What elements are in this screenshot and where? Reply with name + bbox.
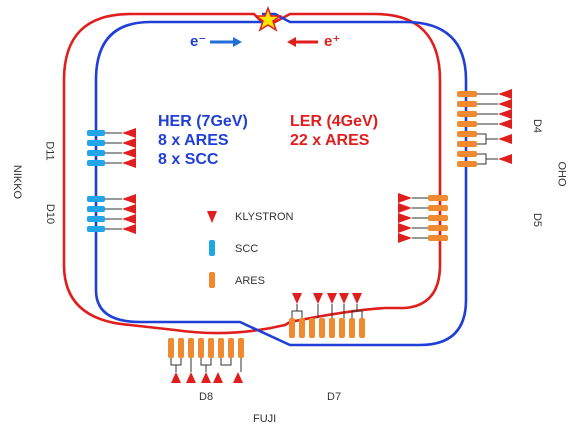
ler-ares-count: 22 x ARES — [290, 132, 370, 149]
klystron-icon — [122, 214, 136, 224]
klystron-icon — [122, 138, 136, 148]
klystron-icon — [122, 224, 136, 234]
klystron-icon — [292, 293, 302, 304]
area-fuji: FUJI — [253, 413, 277, 425]
her-ring — [94, 12, 468, 347]
legend-scc-icon — [209, 240, 215, 256]
section-d10: D10 — [44, 203, 57, 225]
section-d11: D11 — [43, 141, 56, 161]
klystron-icon — [398, 203, 412, 213]
ler-title: LER (4GeV) — [290, 113, 379, 130]
section-d5: D5 — [531, 212, 544, 228]
klystron-icon — [327, 293, 337, 304]
klystron-icon — [398, 223, 412, 233]
d5-ares-cluster — [398, 193, 448, 243]
electron-arrow-head — [233, 37, 242, 47]
her-title: HER (7GeV) — [158, 113, 248, 130]
section-d7: D7 — [327, 391, 342, 403]
collision-star-icon — [253, 5, 283, 32]
klystron-icon — [339, 293, 349, 304]
klystron-icon — [398, 233, 412, 243]
klystron-icon — [233, 372, 243, 383]
klystron-icon — [398, 193, 412, 203]
klystron-icon — [498, 119, 512, 129]
klystron-icon — [171, 372, 181, 383]
legend-klystron-label: KLYSTRON — [235, 211, 294, 223]
klystron-icon — [122, 148, 136, 158]
d11-scc-cluster — [87, 128, 136, 168]
area-nikko: NIKKO — [11, 164, 24, 200]
klystron-icon — [122, 128, 136, 138]
d4-ares-cluster — [457, 89, 512, 167]
her-scc-count: 8 x SCC — [158, 151, 219, 168]
her-ares-count: 8 x ARES — [158, 132, 229, 149]
klystron-icon — [498, 154, 512, 164]
d7-ares-cluster — [289, 293, 365, 338]
section-d4: D4 — [531, 118, 544, 134]
section-d8: D8 — [199, 391, 214, 403]
klystron-icon — [498, 134, 512, 144]
klystron-icon — [352, 293, 362, 304]
d10-scc-cluster — [87, 194, 136, 234]
klystron-icon — [186, 372, 196, 383]
klystron-icon — [498, 89, 512, 99]
klystron-icon — [122, 204, 136, 214]
klystron-icon — [213, 372, 223, 383]
legend-klystron-icon — [207, 211, 217, 223]
klystron-icon — [122, 194, 136, 204]
ler-ring — [62, 12, 442, 335]
legend-ares-icon — [209, 272, 215, 288]
legend-ares-label: ARES — [235, 275, 265, 287]
positron-arrow-head — [287, 37, 296, 47]
klystron-icon — [498, 109, 512, 119]
electron-label: e⁻ — [190, 33, 207, 50]
area-oho: OHO — [555, 161, 568, 187]
klystron-icon — [398, 213, 412, 223]
d8-ares-cluster — [168, 338, 244, 383]
klystron-icon — [313, 293, 323, 304]
klystron-icon — [498, 99, 512, 109]
legend-scc-label: SCC — [235, 243, 259, 255]
klystron-icon — [201, 372, 211, 383]
klystron-icon — [122, 158, 136, 168]
positron-label: e⁺ — [324, 33, 341, 50]
